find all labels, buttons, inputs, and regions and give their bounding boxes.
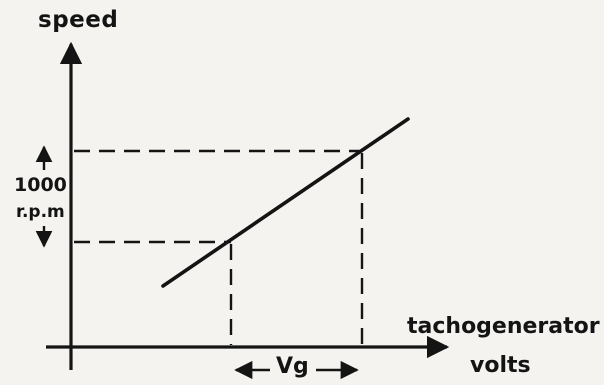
x-axis-label-line2: volts (470, 353, 531, 378)
speed-voltage-line (161, 117, 410, 288)
y-axis-label: speed (38, 7, 119, 33)
rpm-interval-unit: r.p.m (16, 202, 65, 222)
rpm-interval-value: 1000 (14, 174, 67, 196)
x-axis-label-line1: tachogenerator (407, 314, 600, 339)
vg-interval-label: Vg (276, 354, 309, 379)
